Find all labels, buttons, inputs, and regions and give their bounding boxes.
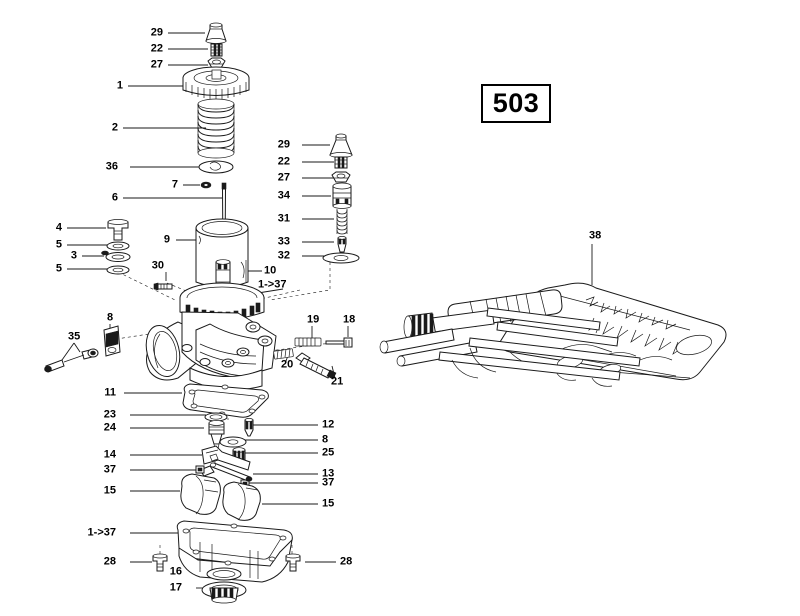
part-17-drain-plug <box>201 581 247 604</box>
part-38-tool-kit <box>379 282 727 387</box>
part-15-float-right <box>222 481 261 521</box>
callout-8: 8 <box>322 433 329 446</box>
part-12-pilot-jet <box>244 418 254 437</box>
callout-30: 30 <box>151 259 164 272</box>
part-27-lock-nut-top <box>207 57 226 69</box>
callout-25: 25 <box>322 446 335 459</box>
part-28-screw-right <box>285 553 301 572</box>
callout-12: 12 <box>322 418 335 431</box>
part-5-washer-upper <box>106 241 130 251</box>
leader-lines <box>61 32 593 589</box>
callout-6: 6 <box>111 191 118 204</box>
callout-1: 1 <box>116 79 123 92</box>
callout-22: 22 <box>277 155 290 168</box>
callout-19: 19 <box>307 313 320 326</box>
callout-27: 27 <box>277 171 290 184</box>
callout-5: 5 <box>55 262 62 275</box>
part-22-choke-lock <box>334 156 348 169</box>
callout-23: 23 <box>103 408 116 421</box>
part-8-clamp-plate <box>103 325 121 357</box>
model-number-box: 503 <box>481 84 551 123</box>
callout-1-37: 1->37 <box>258 278 287 291</box>
part-9-throttle-slide <box>195 218 249 288</box>
callout-10: 10 <box>264 264 277 277</box>
callout-1-37: 1->37 <box>87 526 116 539</box>
callout-21: 21 <box>331 375 344 388</box>
part-29-choke-boot <box>329 133 353 158</box>
callout-3: 3 <box>70 249 77 262</box>
part-19-idle-spring <box>294 337 322 347</box>
callout-31: 31 <box>277 212 290 225</box>
part-11-bowl-gasket <box>182 383 269 418</box>
callout-38: 38 <box>589 229 602 242</box>
callout-33: 33 <box>277 235 290 248</box>
part-18-idle-screw <box>325 337 353 348</box>
part-2-throttle-spring <box>197 98 235 159</box>
part-27-choke-nut <box>331 171 351 183</box>
part-13-pivot-pin <box>210 462 253 482</box>
part-36-spring-seat <box>198 160 234 174</box>
part-15-float-left <box>180 473 221 515</box>
callout-37: 37 <box>103 463 116 476</box>
callout-27: 27 <box>150 58 163 71</box>
callout-5: 5 <box>55 238 62 251</box>
callout-4: 4 <box>55 221 62 234</box>
part-20-mixture-spring <box>273 348 294 360</box>
callout-15: 15 <box>103 484 116 497</box>
callout-36: 36 <box>105 160 118 173</box>
callout-22: 22 <box>150 42 163 55</box>
callout-15: 15 <box>322 497 335 510</box>
part-33-choke-plunger <box>337 236 347 253</box>
part-1-adjuster-cap <box>182 66 250 99</box>
part-23-seat-washer <box>204 412 228 422</box>
callout-28: 28 <box>103 555 116 568</box>
callout-20: 20 <box>281 358 294 371</box>
callout-2: 2 <box>111 121 118 134</box>
callout-11: 11 <box>104 386 116 399</box>
part-8-washer <box>219 436 247 448</box>
callout-17: 17 <box>169 581 182 594</box>
callout-29: 29 <box>277 138 290 151</box>
part-34-choke-body <box>332 182 352 209</box>
callout-35: 35 <box>68 330 81 343</box>
carburetor-body <box>145 282 277 391</box>
callout-9: 9 <box>163 233 170 246</box>
callout-29: 29 <box>150 26 163 39</box>
part-5-washer-lower <box>106 265 130 275</box>
callout-7: 7 <box>171 178 178 191</box>
part-22-adjuster-lock-top <box>210 43 223 57</box>
callout-32: 32 <box>277 249 290 262</box>
part-37-clip-left <box>195 465 205 474</box>
part-24-needle-valve <box>208 420 225 453</box>
part-29-cable-boot-top <box>205 22 227 44</box>
part-3-o-ring <box>101 250 131 262</box>
callout-37: 37 <box>322 476 335 489</box>
callout-13: 13 <box>322 467 335 480</box>
part-35-clamp-screw <box>44 348 99 373</box>
part-16-drain-oring <box>206 567 242 581</box>
model-number-label: 503 <box>492 88 540 118</box>
part-32-choke-plate <box>322 252 360 264</box>
callout-8: 8 <box>107 311 114 324</box>
part-31-choke-spring <box>336 209 348 235</box>
part-21-mixture-screw <box>295 352 337 380</box>
callout-14: 14 <box>103 448 116 461</box>
part-7-e-clip <box>200 181 212 189</box>
part-28-screw-left <box>152 553 168 572</box>
callout-24: 24 <box>103 421 116 434</box>
callout-28: 28 <box>340 555 353 568</box>
callout-18: 18 <box>343 313 356 326</box>
callout-34: 34 <box>277 189 290 202</box>
part-float-bowl <box>176 520 293 583</box>
part-4-cap-screw <box>107 219 129 241</box>
callout-16: 16 <box>169 565 182 578</box>
part-30-guide-screw <box>153 282 173 291</box>
tool-bars <box>379 289 641 381</box>
